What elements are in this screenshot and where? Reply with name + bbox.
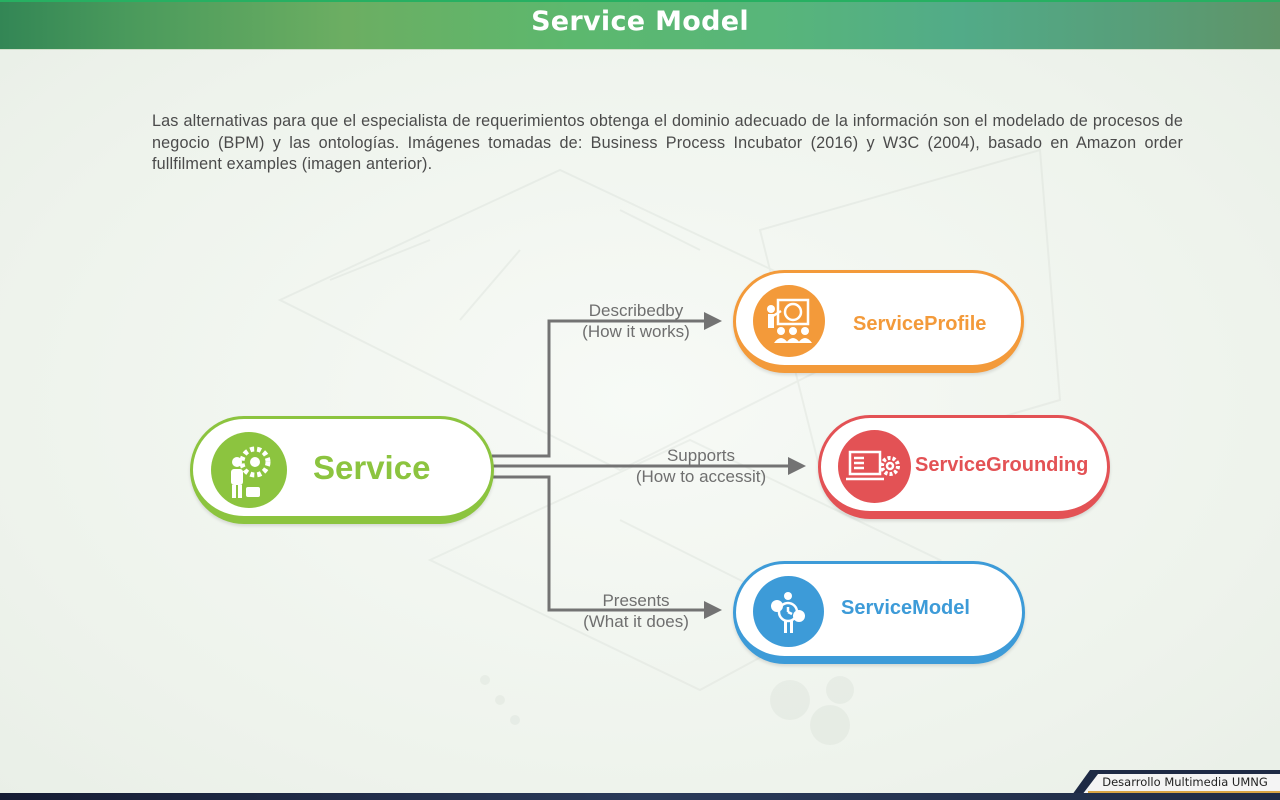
node-service[interactable]: Service <box>190 416 494 524</box>
edge-label-describedby: Describedby (How it works) <box>560 300 712 342</box>
arrowhead-servicegrounding <box>788 457 806 475</box>
header-bar: Service Model <box>0 0 1280 50</box>
edge-note: (What it does) <box>583 612 689 631</box>
arrowhead-servicemodel <box>704 601 722 619</box>
worker-gear-icon <box>211 432 287 508</box>
footer-tab <box>1072 770 1280 795</box>
node-servicemodel[interactable]: ServiceModel <box>733 561 1025 664</box>
laptop-gear-icon <box>838 430 911 503</box>
connector-to-servicemodel <box>492 475 706 612</box>
edge-note: (How it works) <box>582 322 690 341</box>
edge-note: (How to accessit) <box>635 467 767 486</box>
node-label: ServiceModel <box>841 597 970 619</box>
page-title: Service Model <box>531 6 749 37</box>
intro-paragraph: Las alternativas para que el especialist… <box>152 112 1183 173</box>
node-label: Service <box>313 449 431 486</box>
edge-relation: Presents <box>602 591 670 610</box>
edge-label-supports: Supports (How to accessit) <box>610 445 792 487</box>
edge-relation: Describedby <box>588 301 684 320</box>
arrowhead-serviceprofile <box>704 312 722 330</box>
node-label: ServiceProfile <box>853 313 987 335</box>
node-servicegrounding[interactable]: ServiceGrounding <box>818 415 1110 519</box>
node-label: ServiceGrounding <box>915 454 1089 476</box>
edge-relation: Supports <box>666 446 736 465</box>
footer-bar <box>0 793 1280 800</box>
footer-credit: Desarrollo Multimedia UMNG <box>1102 775 1268 789</box>
node-serviceprofile[interactable]: ServiceProfile <box>733 270 1024 373</box>
presentation-audience-icon <box>753 285 825 357</box>
person-money-clock-icon <box>753 576 824 647</box>
edge-label-presents: Presents (What it does) <box>560 590 712 632</box>
connector-to-serviceprofile <box>492 319 706 458</box>
